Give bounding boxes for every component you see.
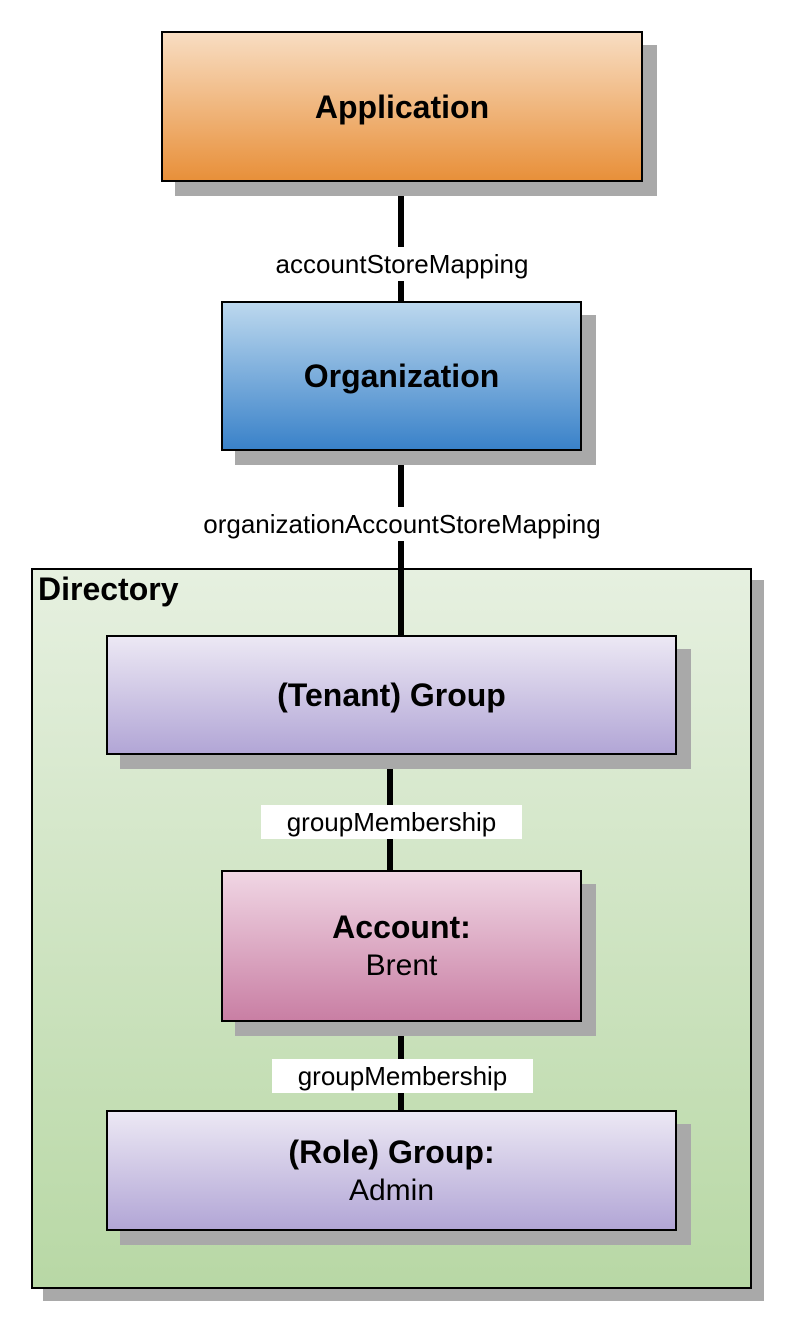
role-group-node: (Role) Group: Admin [106, 1110, 677, 1231]
tenant-group-node-title: (Tenant) Group [277, 677, 506, 713]
connector-application-organization [398, 182, 404, 301]
account-node: Account: Brent [221, 870, 582, 1022]
role-group-node-name: Admin [348, 1173, 435, 1207]
edge-label-account-store-mapping: accountStoreMapping [256, 247, 548, 281]
organization-node: Organization [221, 301, 582, 451]
tenant-group-node: (Tenant) Group [106, 635, 677, 755]
connector-organization-tenant-group [398, 451, 404, 635]
edge-label-group-membership-tenant: groupMembership [261, 805, 522, 839]
edge-label-group-membership-role: groupMembership [272, 1059, 533, 1093]
account-node-name: Brent [365, 949, 438, 982]
edge-label-organization-account-store-mapping: organizationAccountStoreMapping [172, 507, 632, 541]
directory-label: Directory [38, 571, 179, 607]
role-group-node-title: (Role) Group: [288, 1133, 495, 1170]
application-node: Application [161, 31, 643, 182]
organization-node-title: Organization [303, 358, 500, 394]
application-node-title: Application [314, 88, 490, 125]
account-node-title: Account: [332, 909, 471, 945]
